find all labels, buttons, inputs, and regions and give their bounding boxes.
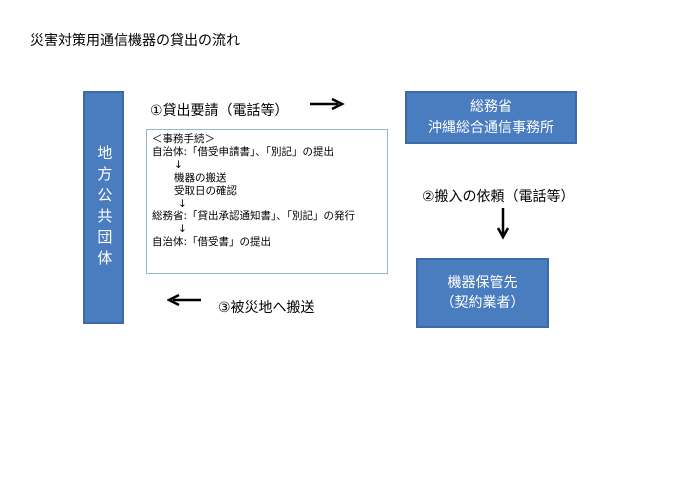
procedure-down-arrow-3: ↓ — [178, 223, 187, 236]
local-government-label: 地方公共団体 — [95, 144, 114, 271]
storage-name: 機器保管先 — [447, 274, 518, 291]
step3-label: ③被災地へ搬送 — [218, 300, 315, 316]
local-government-box: 地方公共団体 — [83, 91, 124, 324]
procedure-step-5: 自治体:「借受書」の提出 — [152, 236, 272, 249]
arrow-left-icon — [167, 293, 201, 307]
storage-contractor: （契約業者） — [440, 295, 525, 311]
page-title: 災害対策用通信機器の貸出の流れ — [30, 33, 240, 49]
procedure-header: ＜事務手続＞ — [152, 133, 215, 145]
step1-label: ①貸出要請（電話等） — [150, 103, 289, 119]
arrow-down-icon — [496, 208, 510, 240]
procedure-step-1: 自治体:「借受申請書」、「別記」の提出 — [152, 145, 335, 158]
ministry-name: 総務省 — [470, 99, 512, 116]
procedure-step-4: 総務省:「貸出承認通知書」、「別記」の発行 — [152, 210, 356, 223]
arrow-right-icon — [310, 97, 345, 111]
ministry-office: 沖縄総合通信事務所 — [428, 119, 554, 136]
storage-box: 機器保管先 （契約業者） — [416, 258, 549, 328]
procedure-down-arrow-1: ↓ — [174, 158, 183, 171]
procedure-step-2: 機器の搬送 — [174, 171, 227, 184]
procedure-down-arrow-2: ↓ — [178, 197, 187, 210]
procedure-box: ＜事務手続＞ 自治体:「借受申請書」、「別記」の提出 ↓ 機器の搬送 受取日の確… — [146, 129, 388, 274]
procedure-step-3: 受取日の確認 — [174, 184, 237, 197]
ministry-box: 総務省 沖縄総合通信事務所 — [405, 91, 577, 144]
step2-label: ②搬入の依頼（電話等） — [422, 189, 575, 205]
